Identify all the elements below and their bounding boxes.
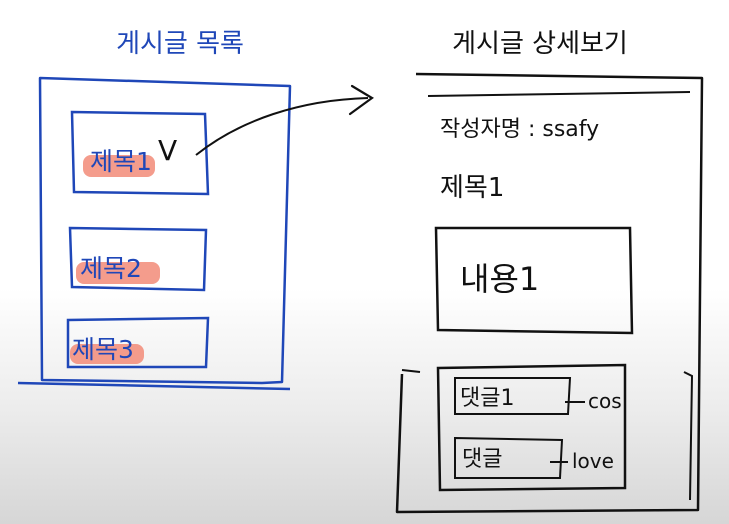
list-item-1[interactable]: 제목1 V <box>70 110 210 196</box>
comment-2-value: love <box>572 449 614 473</box>
comment-item-1: 댓글1 cos <box>454 377 622 415</box>
item-1-label: 제목1 <box>90 147 152 176</box>
navigation-arrow <box>195 97 369 156</box>
item-2-highlight <box>76 262 160 284</box>
list-item-3[interactable]: 제목3 <box>66 316 210 369</box>
list-item-2[interactable]: 제목2 <box>68 226 208 292</box>
detail-panel-frame <box>395 72 704 514</box>
comments-divider <box>401 369 421 373</box>
comments-box <box>436 363 627 492</box>
detail-panel-title: 게시글 상세보기 <box>452 29 628 59</box>
comment-1-value: cos <box>588 389 622 413</box>
arrow-head-icon <box>348 84 374 116</box>
list-panel-baseline <box>17 381 291 391</box>
comment-item-2: 댓글 love <box>454 436 614 479</box>
item-3-highlight <box>70 344 144 364</box>
selected-check-mark: V <box>158 134 177 167</box>
item-1-highlight <box>83 155 155 177</box>
comments-frame-right <box>683 371 694 501</box>
item-2-label: 제목2 <box>80 254 142 283</box>
list-panel-title: 게시글 목록 <box>116 29 244 59</box>
post-content: 내용1 <box>460 260 539 298</box>
author-line: 작성자명 : ssafy <box>440 117 599 142</box>
detail-panel-header-line <box>427 91 691 97</box>
content-box <box>434 226 634 335</box>
post-title: 제목1 <box>440 173 504 203</box>
comment-2-label: 댓글 <box>462 447 502 472</box>
comment-1-label: 댓글1 <box>460 386 514 411</box>
item-3-label: 제목3 <box>72 335 134 364</box>
list-panel-frame <box>38 76 292 385</box>
